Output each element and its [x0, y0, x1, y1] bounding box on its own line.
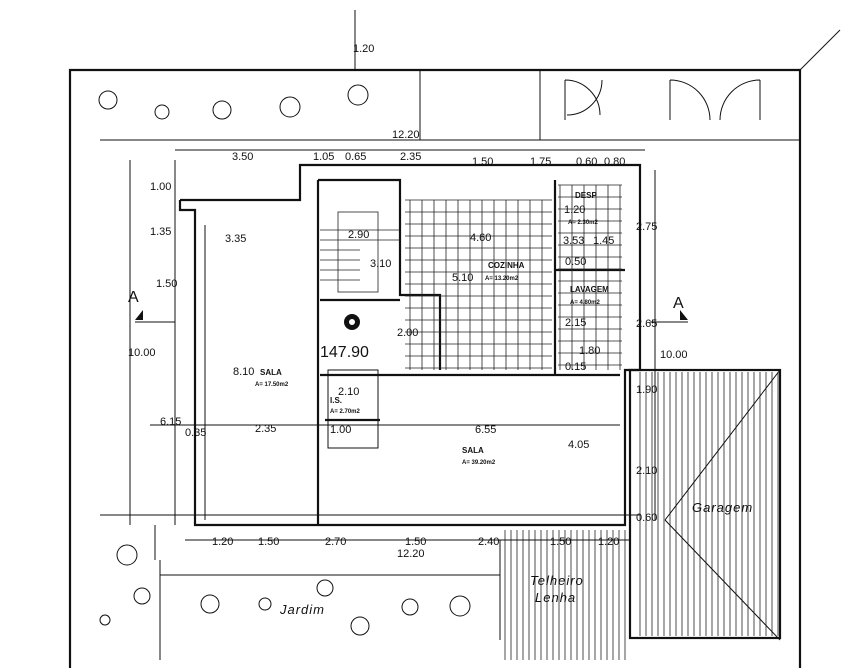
dimension: 1.45	[593, 235, 614, 247]
section-marker-right: A	[650, 295, 688, 323]
dimension: 10.00	[128, 347, 156, 359]
dimension: 0.60	[636, 512, 657, 524]
dimension: 1.05	[313, 151, 334, 163]
room-label: DESP	[575, 191, 597, 200]
dimension: 2.90	[348, 229, 369, 241]
dimension: 1.20	[564, 204, 585, 216]
shrub-icons	[98, 84, 471, 636]
dimension: 1.50	[550, 536, 571, 548]
dimension: 12.20	[397, 548, 425, 560]
elevation-marker-icon	[344, 314, 360, 330]
dimension: 8.10	[233, 366, 254, 378]
room-label: Garagem	[692, 500, 753, 515]
dimension: 1.00	[150, 181, 171, 193]
garage-hatching	[504, 372, 779, 660]
dimension: 3.53	[563, 235, 584, 247]
dimension: 1.90	[636, 384, 657, 396]
dimension: 1.20	[212, 536, 233, 548]
dimension: 4.60	[470, 232, 491, 244]
section-label: A	[673, 295, 684, 312]
dimension: 2.10	[636, 465, 657, 477]
dimension: 2.75	[636, 221, 657, 233]
room-label: COZINHA	[488, 261, 525, 270]
dimension: 1.50	[156, 278, 177, 290]
room-label: Lenha	[535, 590, 576, 605]
dimension: 0.80	[604, 156, 625, 168]
room-area: A= 39.20m2	[462, 460, 496, 466]
dimension: 1.00	[330, 424, 351, 436]
dimension: 12.20	[392, 129, 420, 141]
room-label: SALA	[462, 446, 484, 455]
dimension: 1.20	[353, 43, 374, 55]
dimension: 0.60	[576, 156, 597, 168]
section-label: A	[128, 289, 139, 306]
dimension: 1.35	[150, 226, 171, 238]
staircase	[320, 211, 400, 293]
room-label: Telheiro	[530, 573, 584, 588]
dimension: 2.15	[565, 317, 586, 329]
dimension: 4.05	[568, 439, 589, 451]
dimension: 6.15	[160, 416, 181, 428]
gate-doors	[564, 79, 761, 121]
dimension: 1.50	[258, 536, 279, 548]
room-area: A= 4.80m2	[570, 300, 601, 306]
room-area: A= 17.50m2	[255, 382, 289, 388]
dimension: 2.40	[478, 536, 499, 548]
dimension: 0.65	[345, 151, 366, 163]
dimension: 5.10	[452, 272, 473, 284]
room-area: A= 2.70m2	[330, 409, 361, 415]
dimension: 1.80	[579, 345, 600, 357]
room-label: LAVAGEM	[570, 285, 609, 294]
dimension: 3.35	[225, 233, 246, 245]
dimension-labels: 1.20 12.20 3.50 1.05 0.65 2.35 1.50 1.75…	[128, 43, 688, 560]
room-area: A= 2.30m2	[568, 220, 599, 226]
dimension: 2.65	[636, 318, 657, 330]
dimension: 2.10	[338, 386, 359, 398]
dimension: 1.50	[405, 536, 426, 548]
dimension: 1.20	[598, 536, 619, 548]
kitchen-tile-grid	[405, 184, 622, 370]
dimension: 10.00	[660, 349, 688, 361]
dimension: 0.15	[565, 361, 586, 373]
elevation-label: 147.90	[320, 344, 369, 361]
room-label: SALA	[260, 368, 282, 377]
section-marker-left: A	[128, 289, 175, 323]
dimension: 0.50	[565, 256, 586, 268]
dimension: 2.00	[397, 327, 418, 339]
dimension: 6.55	[475, 424, 496, 436]
dimension: 2.35	[400, 151, 421, 163]
room-label: I.S.	[330, 396, 342, 405]
house-walls	[100, 160, 642, 660]
room-label: Jardim	[279, 602, 325, 617]
dimension: 3.10	[370, 258, 391, 270]
dimension: 2.35	[255, 423, 276, 435]
dimension: 1.75	[530, 156, 551, 168]
room-area: A= 13.20m2	[485, 276, 519, 282]
dimension: 1.50	[472, 156, 493, 168]
dimension: 2.70	[325, 536, 346, 548]
site-boundary	[68, 10, 841, 668]
dimension: 0.35	[185, 427, 206, 439]
dimension: 3.50	[232, 151, 253, 163]
